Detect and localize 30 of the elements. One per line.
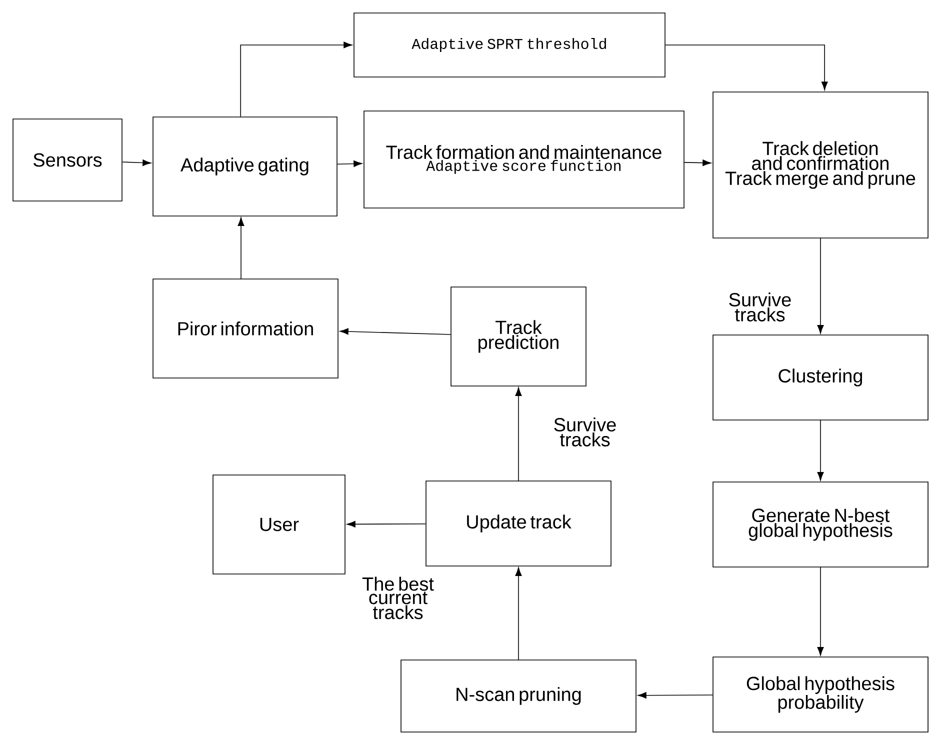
arrow: [665, 44, 828, 90]
process-box: Clustering: [712, 334, 928, 420]
process-box: Adaptive SPRT threshold: [354, 12, 666, 78]
arrow: [238, 217, 244, 280]
process-box: N-scan pruning: [400, 660, 636, 732]
arrow: [817, 238, 824, 334]
arrow: [346, 520, 426, 528]
process-box: Global hypothesis probability: [712, 656, 928, 732]
edge-label: Survive tracks: [554, 418, 616, 446]
arrow: [638, 692, 713, 699]
process-box: Piror information: [152, 278, 338, 378]
arrow: [515, 567, 522, 660]
arrow: [337, 160, 362, 167]
process-box: Sensors: [12, 118, 122, 202]
edge-label: Survive tracks: [729, 292, 791, 322]
process-box: Track deletion and confirmation Track merge and prune: [712, 92, 928, 238]
process-box: Adaptive gating: [152, 116, 338, 216]
arrow: [240, 42, 352, 117]
arrow: [817, 420, 824, 481]
edge-label: The best current tracks: [362, 576, 434, 620]
process-box: Generate N-best global hypothesis: [712, 482, 928, 568]
process-box: Track prediction: [450, 286, 586, 386]
arrow: [122, 160, 152, 166]
process-box: Track formation and maintenance Adaptive score function: [364, 110, 684, 208]
arrow: [340, 328, 451, 335]
process-box: User: [212, 474, 346, 574]
arrow: [817, 566, 824, 656]
arrow: [684, 160, 712, 166]
arrow: [515, 387, 522, 482]
process-box: Update track: [426, 480, 612, 566]
